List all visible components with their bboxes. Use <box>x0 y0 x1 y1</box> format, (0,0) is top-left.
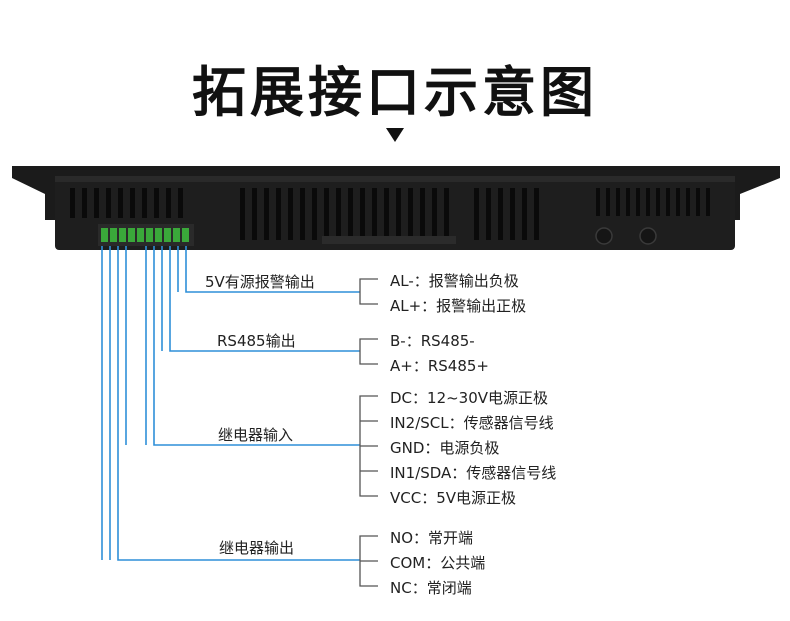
pin-label: COM：公共端 <box>390 554 486 572</box>
down-arrow-icon <box>386 128 404 142</box>
group-label-rs485: RS485输出 <box>217 332 296 350</box>
wires <box>101 246 360 561</box>
group-label-relay-input: 继电器输入 <box>218 426 294 444</box>
pin-label: DC：12~30V电源正极 <box>390 389 549 407</box>
pin-label: AL-：报警输出负极 <box>390 272 519 290</box>
diagram-title: 拓展接口示意图 <box>192 61 598 124</box>
pin-label: A+：RS485+ <box>390 357 489 375</box>
pin-label: IN2/SCL：传感器信号线 <box>390 414 554 432</box>
pin-label: NO：常开端 <box>390 529 474 547</box>
brackets <box>359 278 378 587</box>
pin-label: B-：RS485- <box>390 332 475 350</box>
group-label-alarm: 5V有源报警输出 <box>205 273 315 291</box>
pin-label: IN1/SDA：传感器信号线 <box>390 464 557 482</box>
terminal-pins <box>101 228 189 242</box>
device-body <box>55 176 735 250</box>
pin-label: VCC：5V电源正极 <box>390 489 517 507</box>
pin-label: AL+：报警输出正极 <box>390 297 527 315</box>
pin-label: GND：电源负极 <box>390 439 500 457</box>
vent-slots <box>70 188 183 218</box>
group-label-relay-output: 继电器输出 <box>219 539 295 557</box>
screw-icon <box>639 227 657 245</box>
screw-icon <box>595 227 613 245</box>
pin-label: NC：常闭端 <box>390 579 472 597</box>
